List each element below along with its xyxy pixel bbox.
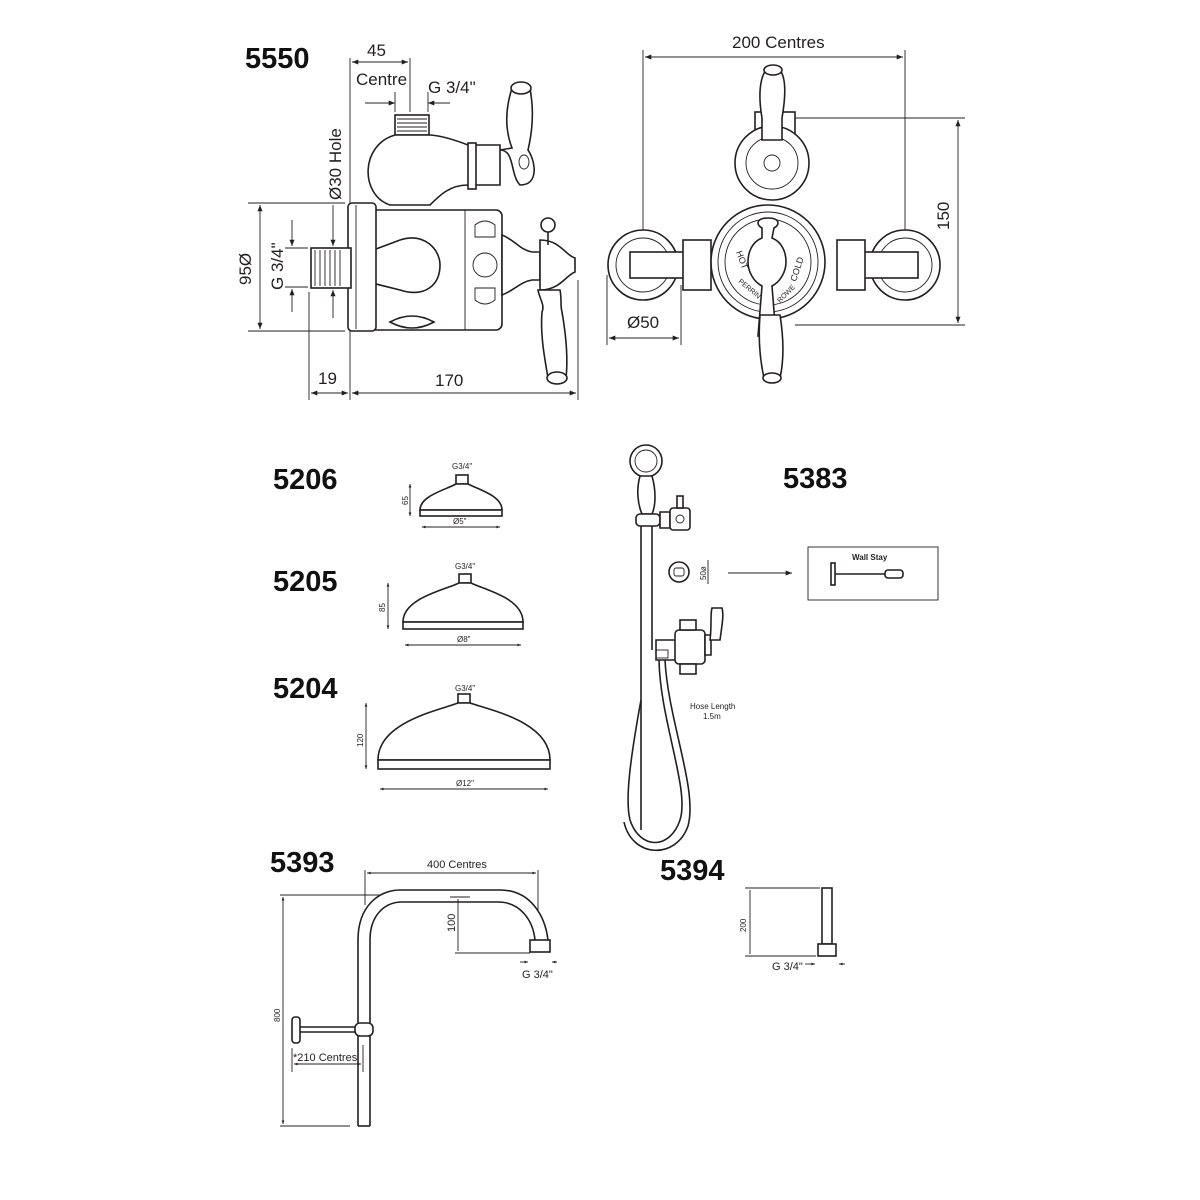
dim-inlet-diameter: Ø50 [627, 313, 659, 332]
dim-depth: 170 [435, 371, 463, 390]
dim-riser-drop: 100 [446, 914, 458, 932]
handset-kit-5383: 5383 50ø Wall Stay Hose [623, 444, 939, 852]
dim-centres: 200 Centres [732, 33, 825, 52]
product-code-5205: 5205 [273, 566, 338, 598]
product-code-5383: 5383 [783, 463, 848, 495]
dim-inlet-thread: G 3/4" [268, 242, 287, 290]
dim-stay-diameter: 50ø [699, 566, 708, 580]
head-5206-height: 65 [401, 496, 410, 505]
product-code-5204: 5204 [273, 673, 338, 705]
dim-riser-centres: 400 Centres [427, 859, 487, 871]
shower-arm-5394: 5394 200 G 3/4" [660, 855, 845, 973]
dim-outlet-thread: G 3/4" [428, 78, 476, 97]
shower-head-5205: 5205 G3/4" 85 Ø8" [273, 562, 524, 647]
head-5204-diameter: Ø12" [456, 779, 474, 788]
product-code-5206: 5206 [273, 464, 338, 496]
dim-height: 150 [934, 202, 953, 230]
product-code-5550: 5550 [245, 43, 310, 75]
hose-length-label: Hose Length [690, 702, 735, 711]
dim-arm-length: 200 [739, 918, 748, 932]
dim-hole: Ø30 Hole [326, 128, 345, 200]
product-code-5394: 5394 [660, 855, 725, 887]
head-5205-diameter: Ø8" [457, 635, 471, 644]
valve-5550-front-view: 200 Centres 150 Ø50 HOT COLD P [606, 33, 965, 384]
shower-head-5204: 5204 G3/4" 120 Ø12" [273, 673, 551, 791]
dim-plate-diameter: 95Ø [236, 253, 255, 285]
rigid-riser-5393: 5393 400 Centres 100 G 3/4" 800 *210 Cen… [270, 847, 557, 1127]
hose-length-value: 1.5m [703, 712, 721, 721]
dim-stay-centres: *210 Centres [293, 1052, 358, 1064]
head-5206-diameter: Ø5" [453, 517, 467, 526]
dim-arm-thread: G 3/4" [772, 961, 803, 973]
dim-centre-label: Centre [356, 70, 407, 89]
head-5204-thread: G3/4" [455, 684, 475, 693]
head-5205-height: 85 [378, 603, 387, 612]
dim-centre-value: 45 [367, 41, 386, 60]
shower-head-5206: 5206 G3/4" 65 Ø5" [273, 462, 503, 529]
dim-riser-height: 800 [273, 1008, 282, 1022]
valve-5550-side-view: 5550 45 Centre G 3/4" [236, 41, 579, 400]
dim-riser-thread: G 3/4" [522, 969, 553, 981]
wall-stay-label: Wall Stay [852, 553, 888, 562]
dim-projection: 19 [318, 369, 337, 388]
wall-stay-detail-box [807, 546, 939, 601]
head-5206-thread: G3/4" [452, 462, 472, 471]
product-code-5393: 5393 [270, 847, 335, 879]
head-5204-height: 120 [356, 733, 365, 747]
head-5205-thread: G3/4" [455, 562, 475, 571]
